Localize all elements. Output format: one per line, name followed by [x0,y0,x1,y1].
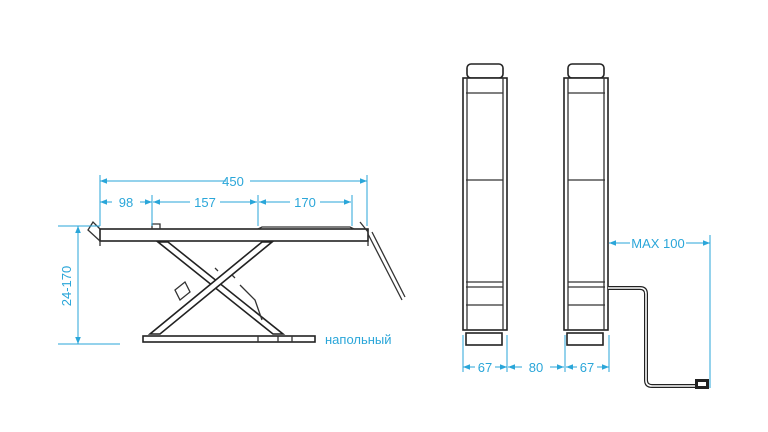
dim-segment-3: 170 [294,195,316,210]
dim-right-column-width: 67 [580,360,594,375]
side-dimensions: 450 98 157 170 24-170 напольный [58,174,392,347]
rear-ramp [359,221,406,301]
right-column [563,63,609,346]
hydraulic-cylinders [174,267,263,321]
platform [99,228,369,242]
scissor-arm-2 [147,241,275,335]
platform-pads [151,223,355,230]
dim-cable-reach: MAX 100 [631,236,684,251]
front-dimensions: 67 80 67 MAX 100 [462,235,711,388]
scissor-lift-side-view [87,220,406,343]
front-ramp [87,220,101,242]
dim-segment-1: 98 [119,195,133,210]
base-frame [142,335,316,343]
dim-total-length: 450 [222,174,244,189]
dim-column-gap: 80 [529,360,543,375]
scissor-arm-1 [155,241,286,335]
mount-type-label: напольный [325,332,392,347]
dim-height-range: 24-170 [59,266,74,306]
left-column [462,63,508,346]
dim-left-column-width: 67 [478,360,492,375]
control-cable [608,286,696,388]
lift-front-view [462,63,709,389]
dim-segment-2: 157 [194,195,216,210]
